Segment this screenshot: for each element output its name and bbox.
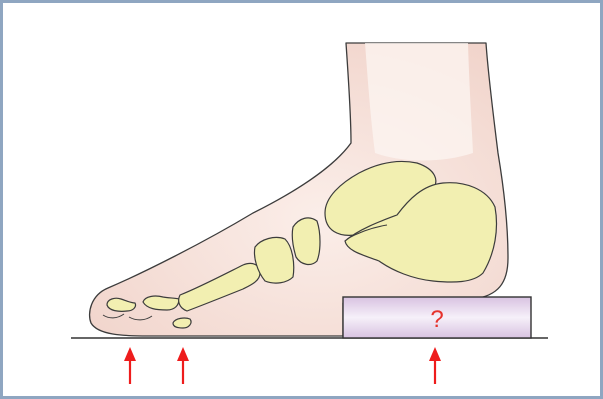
bone-sesamoid <box>173 318 191 328</box>
foot-diagram: ? <box>3 3 600 396</box>
up-arrow-icon <box>429 347 441 384</box>
up-arrow-icon <box>124 347 136 384</box>
leg-shading <box>365 43 473 161</box>
up-arrow-icon <box>177 347 189 384</box>
bone-navicular <box>292 218 320 265</box>
support-block-label: ? <box>430 306 443 333</box>
